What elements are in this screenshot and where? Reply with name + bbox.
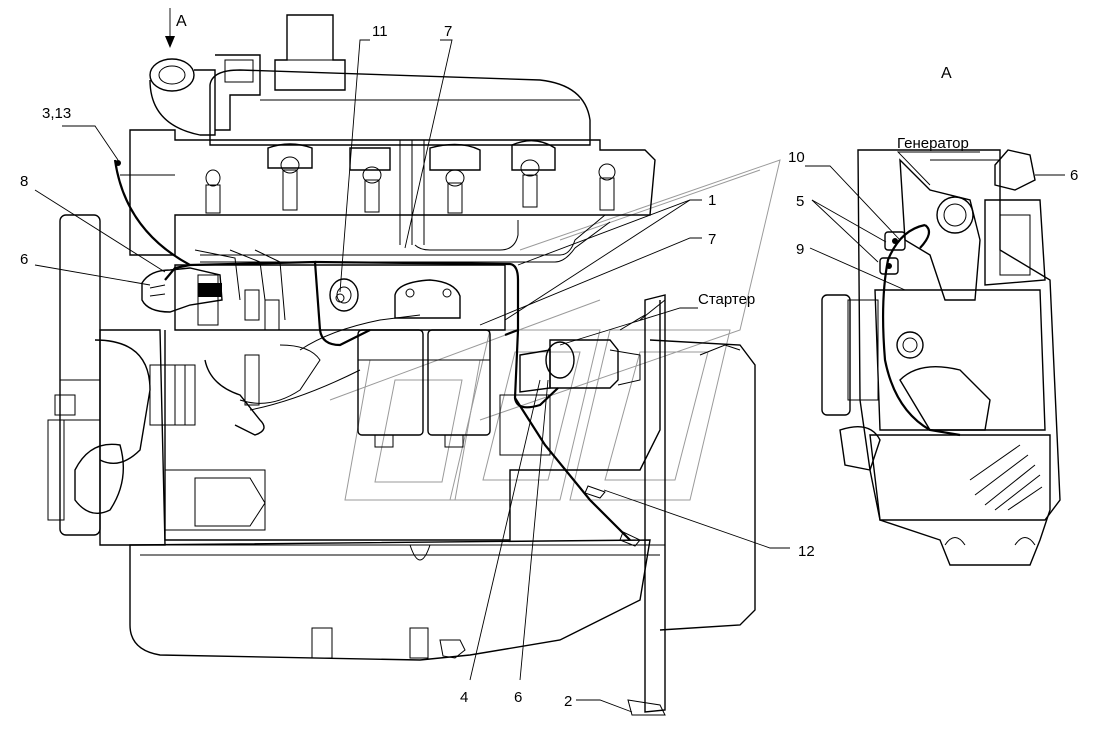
engine-side-view <box>47 14 756 716</box>
callout-4: 4 <box>460 689 468 706</box>
component-label-generator: Генератор <box>897 135 969 152</box>
view-a-arrow-label: А <box>176 13 187 30</box>
callout-8: 8 <box>20 173 28 190</box>
component-label-starter: Стартер <box>698 291 755 308</box>
callout-9: 9 <box>796 241 804 258</box>
callout-12: 12 <box>798 543 815 560</box>
view-a-title: А <box>941 65 952 82</box>
callout-5: 5 <box>796 193 804 210</box>
callout-6-left: 6 <box>20 251 28 268</box>
leader-lines <box>34 8 1065 713</box>
callout-7-top: 7 <box>444 23 452 40</box>
watermark-logo <box>329 159 781 501</box>
view-a-detail <box>821 149 1061 566</box>
callout-1: 1 <box>708 192 716 209</box>
injectors <box>205 140 616 245</box>
callout-11: 11 <box>372 23 388 40</box>
callout-6-bottom: 6 <box>514 689 522 706</box>
starter-motor <box>499 339 641 456</box>
wiring-harness <box>113 159 641 547</box>
callout-7-mid: 7 <box>708 231 716 248</box>
callout-2: 2 <box>564 693 572 710</box>
callout-labels: А А 3,13 8 6 11 7 1 7 4 6 2 12 10 5 9 6 … <box>20 13 1078 710</box>
callout-3-13: 3,13 <box>42 105 71 122</box>
callout-10: 10 <box>788 149 805 166</box>
callout-6-right: 6 <box>1070 167 1078 184</box>
